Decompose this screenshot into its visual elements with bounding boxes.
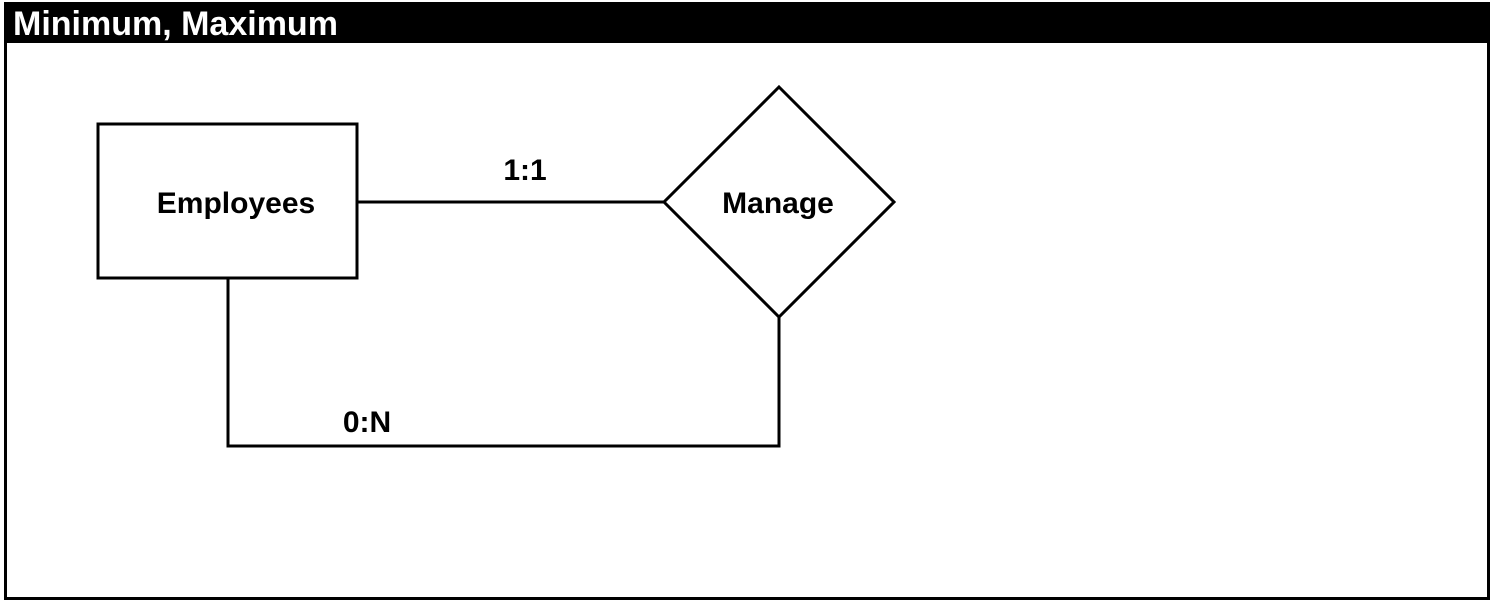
- connection-line-2: [226, 278, 781, 448]
- cardinality-label-1: 1:1: [503, 154, 546, 187]
- diagram-title: Minimum, Maximum: [13, 5, 338, 43]
- relationship-label: Manage: [722, 187, 834, 220]
- entity-label: Employees: [157, 187, 315, 220]
- diagram-frame: Minimum, Maximum: [4, 2, 1490, 600]
- title-bar: Minimum, Maximum: [7, 5, 1487, 43]
- cardinality-label-2: 0:N: [343, 406, 391, 439]
